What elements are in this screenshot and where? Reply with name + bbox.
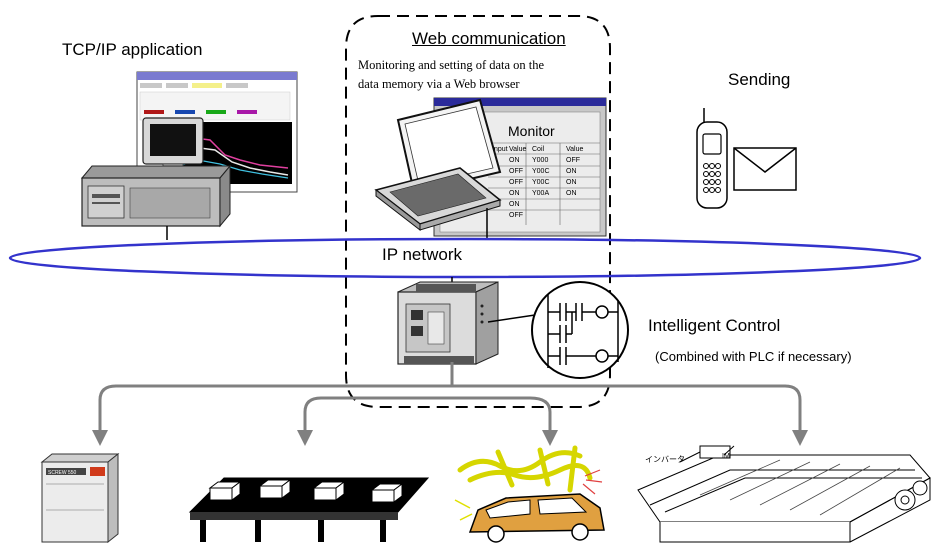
plc-note-label: (Combined with PLC if necessary): [655, 349, 852, 364]
monitor-cell: Y00A: [532, 190, 549, 197]
tcp-ip-application-computer-icon: [80, 71, 298, 228]
envelope-icon: [733, 147, 797, 191]
monitor-col-header: Input: [492, 146, 508, 153]
monitor-col-header: Coil: [532, 146, 545, 153]
processing-line-icon: [637, 445, 931, 543]
monitor-window-title: Monitor: [508, 123, 555, 139]
monitor-cell: Y00C: [532, 168, 550, 175]
conveyor-icon: [188, 477, 430, 542]
monitor-cell: OFF: [509, 179, 523, 186]
welding-line-icon: [454, 445, 605, 543]
monitor-cell: ON: [566, 179, 577, 186]
monitor-cell: Y00C: [532, 179, 550, 186]
monitor-cell: OFF: [566, 157, 580, 164]
monitor-cell: Y000: [532, 157, 548, 164]
web-description-line1: Monitoring and setting of data on the: [358, 58, 545, 72]
sending-label: Sending: [728, 70, 791, 89]
web-communication-boundary: [345, 15, 611, 408]
compressor-badge: SCREW 550: [48, 470, 77, 476]
laptop-icon: [374, 98, 502, 232]
web-communication-label: Web communication: [412, 29, 566, 48]
tcp-ip-application-label: TCP/IP application: [62, 40, 203, 59]
ladder-logic-diagram-icon: [531, 281, 629, 379]
monitor-cell: ON: [566, 168, 577, 175]
monitor-cell: ON: [566, 190, 577, 197]
mobile-phone-icon: [696, 108, 728, 209]
ip-network-ellipse: [8, 237, 922, 279]
intelligent-control-unit-icon: [397, 281, 499, 365]
arrow-heads: [92, 430, 808, 446]
intelligent-control-label: Intelligent Control: [648, 316, 781, 335]
monitor-col-header: Value: [566, 146, 583, 153]
monitor-cell: OFF: [509, 168, 523, 175]
screw-compressor-icon: [40, 452, 120, 544]
inverter-tag: インバータ: [645, 455, 685, 464]
monitor-cell: ON: [509, 190, 520, 197]
distribution-arrows: [98, 362, 802, 432]
ip-network-label: IP network: [382, 245, 463, 264]
motor-tag: IM: [722, 453, 730, 460]
web-description-line2: data memory via a Web browser: [358, 77, 520, 91]
monitor-cell: OFF: [509, 212, 523, 219]
monitor-col-header: Value: [509, 146, 526, 153]
monitor-cell: ON: [509, 157, 520, 164]
monitor-cell: ON: [509, 201, 520, 208]
